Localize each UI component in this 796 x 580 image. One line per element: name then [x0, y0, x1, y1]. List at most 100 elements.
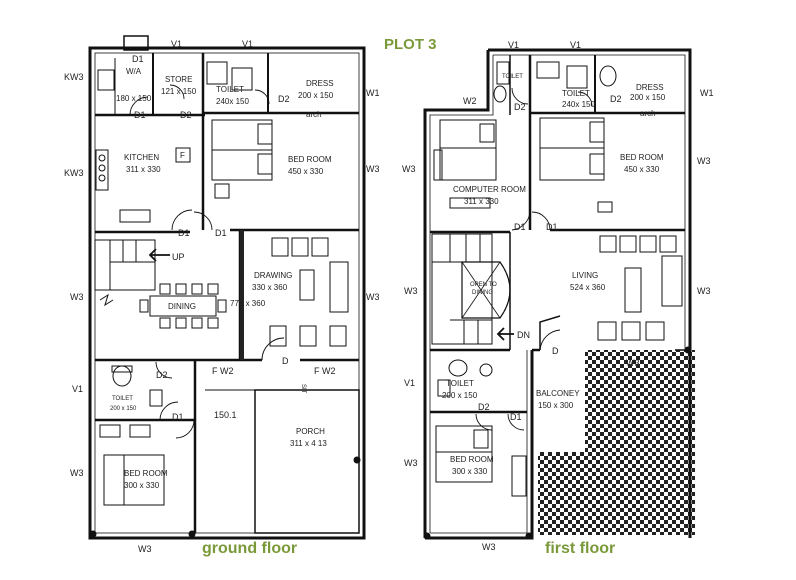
gf-toilet2-size: 200 x 150: [110, 406, 137, 412]
ff-tag-w3d: W3: [697, 286, 711, 296]
gf-wa-name: W/A: [126, 67, 142, 76]
gf-tag-w3d: W3: [70, 468, 84, 478]
ff-tag-w3a: W3: [402, 164, 416, 174]
ff-bed-2: [435, 425, 527, 497]
gf-tag-v1a: V1: [171, 39, 182, 49]
ff-dn-arrow: [496, 327, 514, 341]
gf-tag-d1a: D1: [132, 54, 144, 64]
ff-toilet1-size: 240x 150: [562, 100, 595, 109]
gf-porch-size: 311 x 4 13: [290, 439, 327, 448]
gf-tag-w3b: W3: [70, 292, 84, 302]
gf-toilet2-name: TOILET: [112, 396, 133, 402]
gf-dining-size: 775 x 360: [230, 299, 266, 308]
ground-floor-plan: [88, 35, 366, 540]
ff-toilet-fixtures: [437, 61, 617, 397]
gf-bed-1: [211, 119, 273, 199]
ff-dn-label: DN: [517, 330, 530, 340]
gf-porch: [254, 389, 360, 534]
ff-tag-d1a: D1: [514, 222, 526, 232]
gf-dress-name: DRESS: [306, 79, 334, 88]
gf-tag-w3a: W3: [366, 164, 380, 174]
ff-bed2-size: 300 x 330: [452, 467, 488, 476]
gf-up-arrow: [148, 248, 170, 262]
gf-step-label: 150.1: [214, 410, 237, 420]
gf-door-swings: [129, 84, 285, 439]
ff-tag-d1c: D1: [510, 412, 522, 422]
ff-computer-name: COMPUTER ROOM: [453, 185, 526, 194]
gf-tag-fw2a: F W2: [212, 366, 234, 376]
ff-tag-w3b: W3: [697, 156, 711, 166]
gf-up-label: UP: [172, 252, 185, 262]
gf-labels: W/A 180 x 150 STORE 121 x 150 TOILET 240…: [64, 39, 380, 554]
ff-tag-d1b: D1: [546, 222, 558, 232]
ff-tag-d: D: [552, 346, 559, 356]
gf-tag-d1c: D1: [178, 228, 190, 238]
ff-bed1-name: BED ROOM: [620, 153, 664, 162]
ff-bed1-size: 450 x 330: [624, 165, 660, 174]
ff-balcony-name: BALCONEY: [536, 389, 580, 398]
gf-kitchen-size: 311 x 330: [126, 165, 161, 174]
gf-porch-name: PORCH: [296, 427, 325, 436]
ff-balcony-tiles-bottom: [538, 452, 590, 535]
ff-tag-d2b: D2: [610, 94, 622, 104]
gf-toilet1-size: 240x 150: [216, 97, 249, 106]
gf-tag-d2a: D2: [180, 110, 192, 120]
ff-outer-wall: [423, 48, 692, 540]
gf-dining-name: DINING: [168, 302, 196, 311]
ground-floor-caption: ground floor: [202, 540, 298, 557]
gf-wa-size: 180 x 150: [116, 94, 152, 103]
ff-computer-desk: [433, 119, 497, 209]
gf-drawing-size: 330 x 360: [252, 283, 288, 292]
gf-kitchen-counter: [95, 147, 191, 223]
ff-tag-w3c: W3: [404, 286, 418, 296]
gf-fridge: F: [180, 151, 185, 160]
gf-tag-v1c: V1: [72, 384, 83, 394]
gf-tag-d2b: D2: [278, 94, 290, 104]
gf-tag-fw2b: F W2: [314, 366, 336, 376]
ff-tag-v1b: V1: [570, 40, 581, 50]
ff-dress-name: DRESS: [636, 83, 664, 92]
ff-toilet2-name: TOILET: [446, 379, 474, 388]
ff-tag-d2c: D2: [478, 402, 490, 412]
gf-bed1-name: BED ROOM: [288, 155, 332, 164]
gf-tag-w1: W1: [366, 88, 380, 98]
gf-tag-kw3b: KW3: [64, 168, 84, 178]
first-floor-plan: [423, 48, 695, 540]
ff-living-sofa-set: [597, 235, 683, 341]
ff-living-size: 524 x 360: [570, 283, 606, 292]
gf-staircase: [94, 239, 156, 307]
ff-toilet2-size: 200 x 150: [442, 391, 478, 400]
gf-dress-size: 200 x 150: [298, 91, 334, 100]
gf-dining-table: [139, 283, 227, 329]
ff-tag-w3f: W3: [404, 458, 418, 468]
gf-bed1-size: 450 x 330: [288, 167, 324, 176]
ff-tag-w1: W1: [700, 88, 714, 98]
gf-toilet1-name: TOILET: [216, 85, 244, 94]
ff-bed-1: [539, 117, 613, 213]
ff-dress-size: 200 x 150: [630, 93, 666, 102]
ff-open-name: OPEN TO: [470, 282, 497, 288]
ff-toilet1-name: TOILET: [562, 89, 590, 98]
plot-title: PLOT 3: [384, 36, 437, 53]
ff-computer-size: 311 x 330: [464, 197, 499, 206]
gf-tag-kw3a: KW3: [64, 72, 84, 82]
ff-door-swings: [475, 87, 593, 431]
ff-tag-d2a: D2: [514, 102, 526, 112]
gf-tag-v1b: V1: [242, 39, 253, 49]
gf-toilet-fixtures: [97, 61, 253, 407]
ff-tag-v1c: V1: [404, 378, 415, 388]
gf-store-name: STORE: [165, 75, 192, 84]
ff-balcony-size: 150 x 300: [538, 401, 574, 410]
gf-bed2-size: 300 x 330: [124, 481, 160, 490]
gf-chimney: [123, 35, 149, 51]
ff-toilet-small-name: TOILET: [502, 74, 523, 80]
ff-arch: arch: [640, 109, 656, 118]
ff-labels: TOILET TOILET 240x 150 DRESS 200 x 150 a…: [402, 40, 714, 552]
ff-bed2-name: BED ROOM: [450, 455, 494, 464]
gf-tag-d1e: D1: [172, 412, 184, 422]
gf-tag-d2c: D2: [156, 370, 168, 380]
gf-bed2-name: BED ROOM: [124, 469, 168, 478]
gf-store-size: 121 x 150: [161, 87, 197, 96]
gf-sofa-set: [269, 237, 349, 347]
